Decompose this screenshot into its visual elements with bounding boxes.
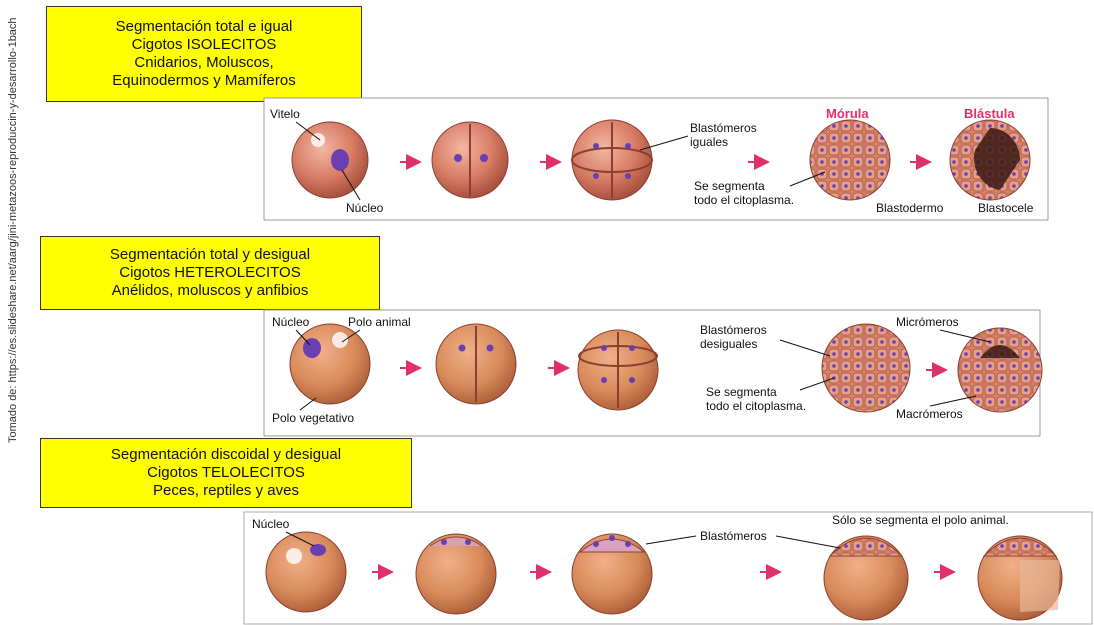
label-blastomeros: Blastómeros — [700, 529, 767, 543]
nucleus-icon — [310, 544, 326, 556]
label-todo-citoplasma: todo el citoplasma. — [706, 399, 806, 413]
label-blastula: Blástula — [964, 106, 1015, 121]
label-nucleo: Núcleo — [252, 517, 290, 531]
label-desiguales: desiguales — [700, 337, 757, 351]
label-blastocele: Blastocele — [978, 201, 1034, 215]
label-se-segmenta: Se segmenta — [694, 179, 765, 193]
nucleus-icon — [331, 149, 349, 171]
label-morula: Mórula — [826, 106, 869, 121]
blastula-unequal — [958, 328, 1042, 412]
label-macromeros: Macrómeros — [896, 407, 963, 421]
label-polo-animal: Polo animal — [348, 315, 411, 329]
label-todo-citoplasma: todo el citoplasma. — [694, 193, 794, 207]
label-micromeros: Micrómeros — [896, 315, 959, 329]
label-solo-polo-animal: Sólo se segmenta el polo animal. — [832, 513, 1009, 527]
label-nucleo: Núcleo — [346, 201, 384, 215]
zygote-cell — [292, 122, 368, 198]
panel-telolecitos — [244, 512, 1092, 624]
label-polo-vegetativo: Polo vegetativo — [272, 411, 354, 425]
label-se-segmenta: Se segmenta — [706, 385, 777, 399]
zygote-cell — [266, 532, 346, 612]
label-vitelo: Vitelo — [270, 107, 300, 121]
label-blastomeros: Blastómeros — [700, 323, 767, 337]
morula-unequal — [822, 324, 910, 412]
morula — [810, 120, 890, 200]
label-blastomeros: Blastómeros — [690, 121, 757, 135]
label-blastodermo: Blastodermo — [876, 201, 944, 215]
label-nucleo: Núcleo — [272, 315, 310, 329]
label-iguales: iguales — [690, 135, 728, 149]
